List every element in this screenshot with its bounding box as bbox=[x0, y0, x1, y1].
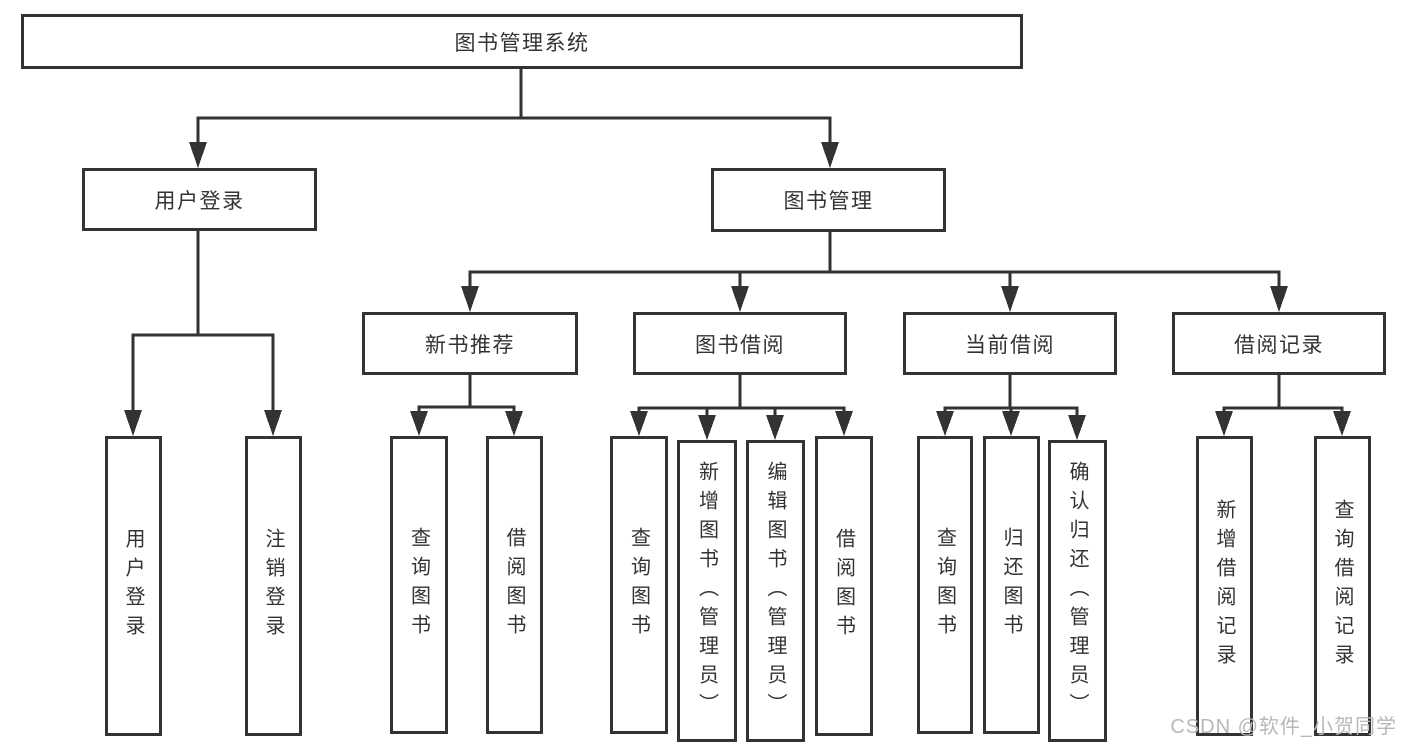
leaf-return-book: 归还图书 bbox=[983, 436, 1040, 734]
connector-new-book-split bbox=[417, 373, 516, 416]
arrow-down-icon bbox=[1068, 415, 1086, 440]
arrow-down-icon bbox=[1333, 411, 1351, 436]
leaf-user-login: 用户登录 bbox=[105, 436, 162, 736]
arrow-down-icon bbox=[124, 410, 142, 436]
arrow-down-icon bbox=[410, 411, 428, 436]
arrow-down-icon bbox=[1215, 411, 1233, 436]
arrow-down-icon bbox=[835, 411, 853, 436]
watermark: CSDN @软件_小贺同学 bbox=[1170, 716, 1397, 738]
leaf-add-borrow-record: 新增借阅记录 bbox=[1196, 436, 1253, 736]
leaf-edit-book-admin: 编辑图书（管理员） bbox=[746, 440, 805, 742]
node-book-management: 图书管理 bbox=[711, 168, 946, 232]
connector-book-borrow-split bbox=[637, 373, 846, 420]
leaf-query-books-recommend: 查询图书 bbox=[390, 436, 448, 734]
arrow-down-icon bbox=[936, 411, 954, 436]
leaf-query-books-recommend-label: 查询图书 bbox=[407, 527, 430, 643]
node-user-login-label: 用户登录 bbox=[154, 189, 245, 213]
arrow-down-icon bbox=[264, 410, 282, 436]
leaf-logout-label: 注销登录 bbox=[262, 528, 284, 644]
leaf-borrow-books: 借阅图书 bbox=[815, 436, 873, 736]
arrow-down-icon bbox=[731, 286, 749, 312]
leaf-query-borrow-record-label: 查询借阅记录 bbox=[1331, 499, 1353, 673]
leaf-query-books-current: 查询图书 bbox=[917, 436, 973, 734]
node-root-label: 图书管理系统 bbox=[454, 31, 590, 55]
leaf-query-books-current-label: 查询图书 bbox=[933, 527, 956, 643]
node-root: 图书管理系统 bbox=[21, 14, 1023, 69]
connector-book-management-split bbox=[468, 230, 1281, 290]
leaf-confirm-return-admin-label: 确认归还（管理员） bbox=[1066, 460, 1088, 722]
arrow-down-icon bbox=[821, 142, 839, 168]
arrowheads bbox=[124, 142, 1351, 440]
leaf-borrow-books-recommend-label: 借阅图书 bbox=[503, 527, 525, 643]
connector-root-to-level2 bbox=[196, 67, 832, 148]
leaf-user-login-label: 用户登录 bbox=[122, 528, 144, 644]
node-borrow-records-label: 借阅记录 bbox=[1234, 333, 1324, 357]
arrow-down-icon bbox=[1002, 411, 1020, 436]
node-new-book-recommend: 新书推荐 bbox=[362, 312, 578, 375]
node-current-borrow-label: 当前借阅 bbox=[965, 333, 1055, 357]
arrow-down-icon bbox=[505, 411, 523, 436]
leaf-confirm-return-admin: 确认归还（管理员） bbox=[1048, 440, 1107, 742]
arrow-down-icon bbox=[698, 415, 716, 440]
leaf-query-books-borrow-label: 查询图书 bbox=[627, 527, 650, 643]
leaf-borrow-books-recommend: 借阅图书 bbox=[486, 436, 543, 734]
node-book-borrow-label: 图书借阅 bbox=[695, 333, 785, 357]
arrow-down-icon bbox=[766, 415, 784, 440]
node-new-book-recommend-label: 新书推荐 bbox=[425, 333, 515, 357]
leaf-return-book-label: 归还图书 bbox=[1000, 527, 1022, 643]
leaf-query-books-borrow: 查询图书 bbox=[610, 436, 668, 734]
node-current-borrow: 当前借阅 bbox=[903, 312, 1117, 375]
leaf-borrow-books-label: 借阅图书 bbox=[832, 528, 855, 644]
arrow-down-icon bbox=[1270, 286, 1288, 312]
leaf-add-book-admin: 新增图书（管理员） bbox=[677, 440, 737, 742]
connector-user-login-split bbox=[131, 229, 275, 414]
leaf-logout: 注销登录 bbox=[245, 436, 302, 736]
node-book-borrow: 图书借阅 bbox=[633, 312, 847, 375]
leaf-add-borrow-record-label: 新增借阅记录 bbox=[1213, 499, 1235, 673]
arrow-down-icon bbox=[461, 286, 479, 312]
node-book-management-label: 图书管理 bbox=[783, 190, 874, 213]
connector-borrow-records-split bbox=[1222, 373, 1344, 416]
arrow-down-icon bbox=[1001, 286, 1019, 312]
node-borrow-records: 借阅记录 bbox=[1172, 312, 1386, 375]
arrow-down-icon bbox=[189, 142, 207, 168]
node-user-login: 用户登录 bbox=[82, 168, 317, 231]
arrow-down-icon bbox=[630, 411, 648, 436]
leaf-edit-book-admin-label: 编辑图书（管理员） bbox=[764, 460, 786, 722]
leaf-add-book-admin-label: 新增图书（管理员） bbox=[695, 460, 718, 722]
leaf-query-borrow-record: 查询借阅记录 bbox=[1314, 436, 1371, 736]
